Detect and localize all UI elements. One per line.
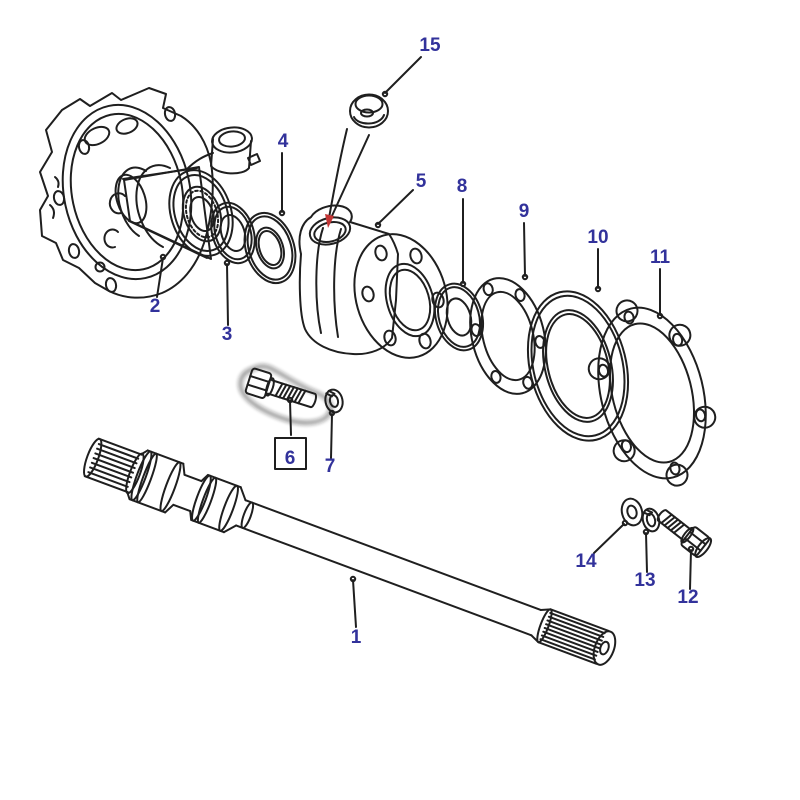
part-label-1[interactable]: 1 bbox=[351, 627, 362, 648]
red-flow-arrow bbox=[325, 128, 370, 228]
part-label-14[interactable]: 14 bbox=[575, 551, 597, 572]
part-7-lock-washer bbox=[324, 388, 344, 414]
part-label-7[interactable]: 7 bbox=[325, 456, 336, 477]
part-4-seal bbox=[243, 211, 297, 285]
part-9-gasket bbox=[469, 277, 547, 395]
part-label-13[interactable]: 13 bbox=[634, 570, 655, 591]
part-6-bolt-highlighted[interactable] bbox=[239, 365, 332, 424]
flange-bolt-hole bbox=[374, 244, 388, 262]
housing-flange bbox=[353, 233, 449, 359]
part-label-3[interactable]: 3 bbox=[222, 324, 233, 345]
part-14-flat-washer bbox=[620, 497, 644, 527]
part-2-drive-flange bbox=[114, 126, 261, 260]
differential-housing-drawing bbox=[39, 87, 214, 299]
part-label-6[interactable]: 6 bbox=[285, 448, 296, 469]
housing-bolt-hole bbox=[163, 106, 177, 122]
leader-lines bbox=[156, 56, 695, 628]
part-15-cap bbox=[349, 93, 389, 129]
part-label-4[interactable]: 4 bbox=[278, 131, 289, 152]
flange-bolt-hole bbox=[409, 247, 423, 265]
part-5-housing bbox=[298, 204, 449, 359]
part-11-gasket bbox=[587, 299, 717, 487]
part-label-11[interactable]: 11 bbox=[650, 247, 671, 268]
flange-bolt-hole bbox=[418, 332, 432, 350]
housing-bolt-hole bbox=[104, 277, 118, 293]
part-label-9[interactable]: 9 bbox=[519, 201, 530, 222]
part-label-15[interactable]: 15 bbox=[419, 35, 441, 56]
housing-bolt-hole bbox=[67, 243, 81, 259]
housing-bolt-hole bbox=[77, 139, 91, 155]
part-label-2[interactable]: 2 bbox=[150, 296, 161, 317]
part-label-12[interactable]: 12 bbox=[677, 587, 698, 608]
part-3-washer bbox=[210, 201, 256, 265]
housing-bolt-hole bbox=[52, 190, 66, 206]
part-1-axle-shaft bbox=[83, 437, 617, 666]
part-12-bolt bbox=[656, 509, 713, 558]
part-label-8[interactable]: 8 bbox=[457, 176, 468, 197]
flange-bolt-hole bbox=[431, 291, 445, 309]
hub-cap bbox=[211, 126, 253, 154]
part-label-10[interactable]: 10 bbox=[587, 227, 608, 248]
part-label-5[interactable]: 5 bbox=[416, 171, 427, 192]
flange-bolt-hole bbox=[361, 285, 375, 303]
part-6-highlight-box[interactable] bbox=[274, 437, 307, 470]
flange-bolt-hole bbox=[383, 329, 397, 347]
part-10-gasket bbox=[526, 290, 630, 442]
